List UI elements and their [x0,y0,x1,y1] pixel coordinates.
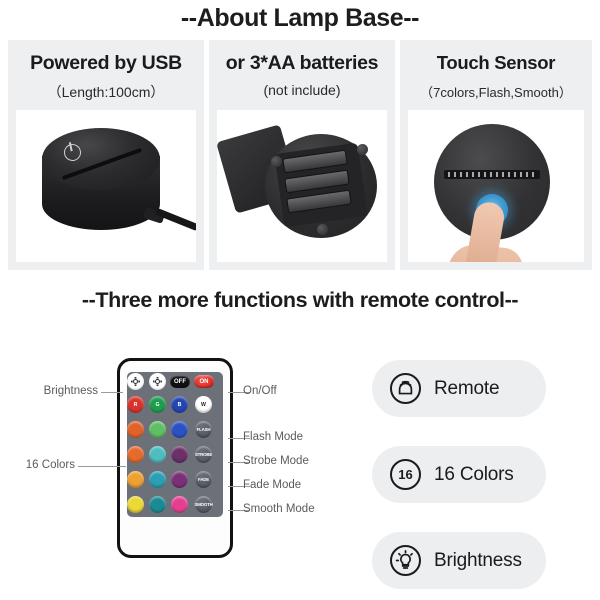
leader-line [228,462,250,463]
badge-number: 16 [398,467,413,482]
battery-compartment-photo [217,110,387,262]
remote-color-button[interactable] [127,446,144,463]
remote-button-pad [127,372,223,517]
leader-line [228,438,250,439]
remote-color-button[interactable]: G [149,396,166,413]
brightness-bulb-icon [390,545,421,576]
page-title-lamp-base: --About Lamp Base-- [180,4,420,32]
remote-color-button[interactable] [149,421,166,438]
screw-icon [271,156,282,167]
callout-16-colors: 16 Colors [25,459,75,471]
remote-white-button[interactable]: W [195,396,212,413]
brightness-gear-icon [131,377,140,386]
panel-subtitle: （7colors,Flash,Smooth） [420,85,572,100]
panel-touch-sensor: Touch Sensor （7colors,Flash,Smooth） [400,40,592,270]
callout-brightness: Brightness [43,385,98,397]
leader-line [228,510,250,511]
feature-label: Remote [434,377,500,399]
brightness-down-icon-button[interactable] [127,373,144,390]
leader-line [78,466,126,467]
screw-icon [357,144,368,155]
brightness-gear-icon [153,377,162,386]
lamp-base-usb-photo [16,110,196,262]
section-title-remote-functions: --Three more functions with remote contr… [81,288,519,312]
remote-color-button[interactable] [149,496,166,513]
panel-title: Powered by USB [30,52,182,74]
callout-fade-mode: Fade Mode [243,479,302,491]
remote-signal-icon [390,373,421,404]
remote-fade-button[interactable]: FADE [195,471,212,488]
remote-color-button[interactable] [127,421,144,438]
remote-on-button[interactable]: ON [194,375,214,388]
panel-aa-batteries: or 3*AA batteries (not include) [209,40,395,270]
remote-color-button[interactable]: R [127,396,144,413]
brightness-up-icon-button[interactable] [149,373,166,390]
remote-color-button[interactable]: B [171,396,188,413]
remote-color-button[interactable] [127,496,144,513]
remote-color-button[interactable] [149,446,166,463]
remote-color-button[interactable] [149,471,166,488]
feature-label: 16 Colors [434,463,514,485]
panel-subtitle: (not include) [263,82,341,98]
callout-on-off: On/Off [243,385,277,397]
leader-line [228,392,250,393]
screw-icon [317,224,328,235]
feature-card-remote[interactable]: Remote [372,360,546,417]
remote-smooth-button[interactable]: SMOOTH [194,496,213,513]
remote-flash-button[interactable]: FLASH [195,421,212,438]
callout-smooth-mode: Smooth Mode [243,503,315,515]
feature-card-16-colors[interactable]: 16 16 Colors [372,446,546,503]
panel-title: Touch Sensor [436,52,556,73]
sixteen-badge-icon: 16 [390,459,421,490]
panel-powered-by-usb: Powered by USB （Length:100cm） [8,40,204,270]
callout-flash-mode: Flash Mode [243,431,304,443]
panel-subtitle: （Length:100cm） [47,84,165,100]
remote-color-button[interactable] [171,421,188,438]
leader-line [101,392,123,393]
remote-strobe-button[interactable]: STROBE [195,446,212,463]
remote-color-button[interactable] [171,496,188,513]
panel-title: or 3*AA batteries [225,52,379,74]
remote-off-button[interactable]: OFF [170,375,190,388]
slot-highlight [448,172,536,177]
remote-color-button[interactable] [171,446,188,463]
feature-label: Brightness [434,549,522,571]
touch-sensor-photo [408,110,584,262]
lamp-base-top [42,128,160,190]
feature-card-brightness[interactable]: Brightness [372,532,546,589]
callout-strobe-mode: Strobe Mode [243,455,309,467]
remote-color-button[interactable] [171,471,188,488]
remote-color-button[interactable] [127,471,144,488]
leader-line [228,486,250,487]
